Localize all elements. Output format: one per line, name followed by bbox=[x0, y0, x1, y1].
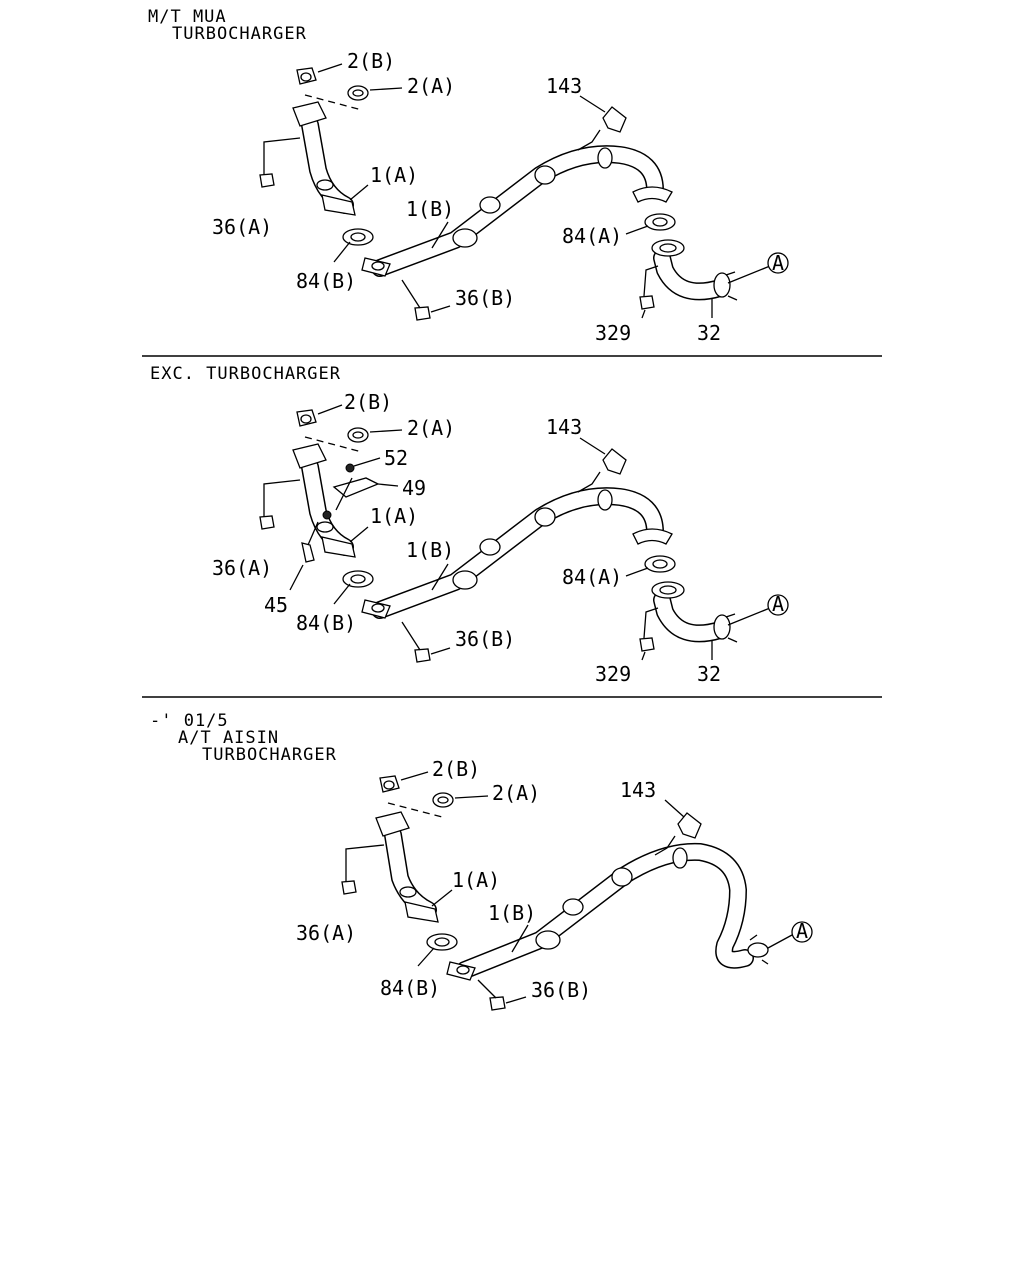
callout-label: 2(A) bbox=[492, 781, 540, 805]
callout-label: 36(A) bbox=[212, 556, 272, 580]
callout-label: 2(B) bbox=[344, 390, 392, 414]
section-header-line: TURBOCHARGER bbox=[172, 24, 307, 44]
callout-label: 36(B) bbox=[455, 627, 515, 651]
callout-label: 1(B) bbox=[488, 901, 536, 925]
callout-label: 36(A) bbox=[212, 215, 272, 239]
callout-label: 84(B) bbox=[296, 611, 356, 635]
callout-label: 84(B) bbox=[296, 269, 356, 293]
callout-label: 32 bbox=[697, 662, 721, 686]
section-at-aisin-turbo: -' 01/5 A/T AISIN TURBOCHARGER bbox=[150, 711, 813, 1011]
section-header-line: M/T MUA bbox=[148, 7, 227, 27]
callout-label: 143 bbox=[546, 415, 582, 439]
callout-label: 1(A) bbox=[452, 868, 500, 892]
callout-label: 45 bbox=[264, 593, 288, 617]
section-header-line: -' 01/5 bbox=[150, 711, 229, 731]
callout-label: 2(B) bbox=[347, 49, 395, 73]
callout-label: 84(A) bbox=[562, 224, 622, 248]
callout-label: 143 bbox=[546, 74, 582, 98]
callout-label: 329 bbox=[595, 662, 631, 686]
callout-label: 2(A) bbox=[407, 416, 455, 440]
callout-label: 52 bbox=[384, 446, 408, 470]
callout-label: 2(B) bbox=[432, 757, 480, 781]
callout-label: 84(B) bbox=[380, 976, 440, 1000]
callout-label: A bbox=[796, 919, 808, 943]
callout-label: 1(A) bbox=[370, 163, 418, 187]
callout-label: A bbox=[772, 251, 784, 275]
section-header-line: TURBOCHARGER bbox=[202, 745, 337, 765]
section-exc-turbo: EXC. TURBOCHARGER 2(B) 2(A) 52 49 bbox=[150, 364, 789, 686]
callout-label: 1(B) bbox=[406, 197, 454, 221]
section-header-line: A/T AISIN bbox=[178, 728, 279, 748]
section-header-line: EXC. TURBOCHARGER bbox=[150, 364, 341, 384]
exhaust-assembly-drawing bbox=[341, 775, 769, 1011]
callout-label: 329 bbox=[595, 321, 631, 345]
callout-label: A bbox=[772, 592, 784, 616]
callout-label: 32 bbox=[697, 321, 721, 345]
callout-label: 36(A) bbox=[296, 921, 356, 945]
callout-label: 143 bbox=[620, 778, 656, 802]
callout-label: 1(A) bbox=[370, 504, 418, 528]
callout-label: 2(A) bbox=[407, 74, 455, 98]
callout-label: 36(B) bbox=[455, 286, 515, 310]
section-mt-mua-turbo: M/T MUA TURBOCHARGER 2(B) 2(A) 143 1(A) … bbox=[148, 7, 789, 345]
callout-label: 84(A) bbox=[562, 565, 622, 589]
callout-label: 49 bbox=[402, 476, 426, 500]
callout-label: 1(B) bbox=[406, 538, 454, 562]
callout-label: 36(B) bbox=[531, 978, 591, 1002]
